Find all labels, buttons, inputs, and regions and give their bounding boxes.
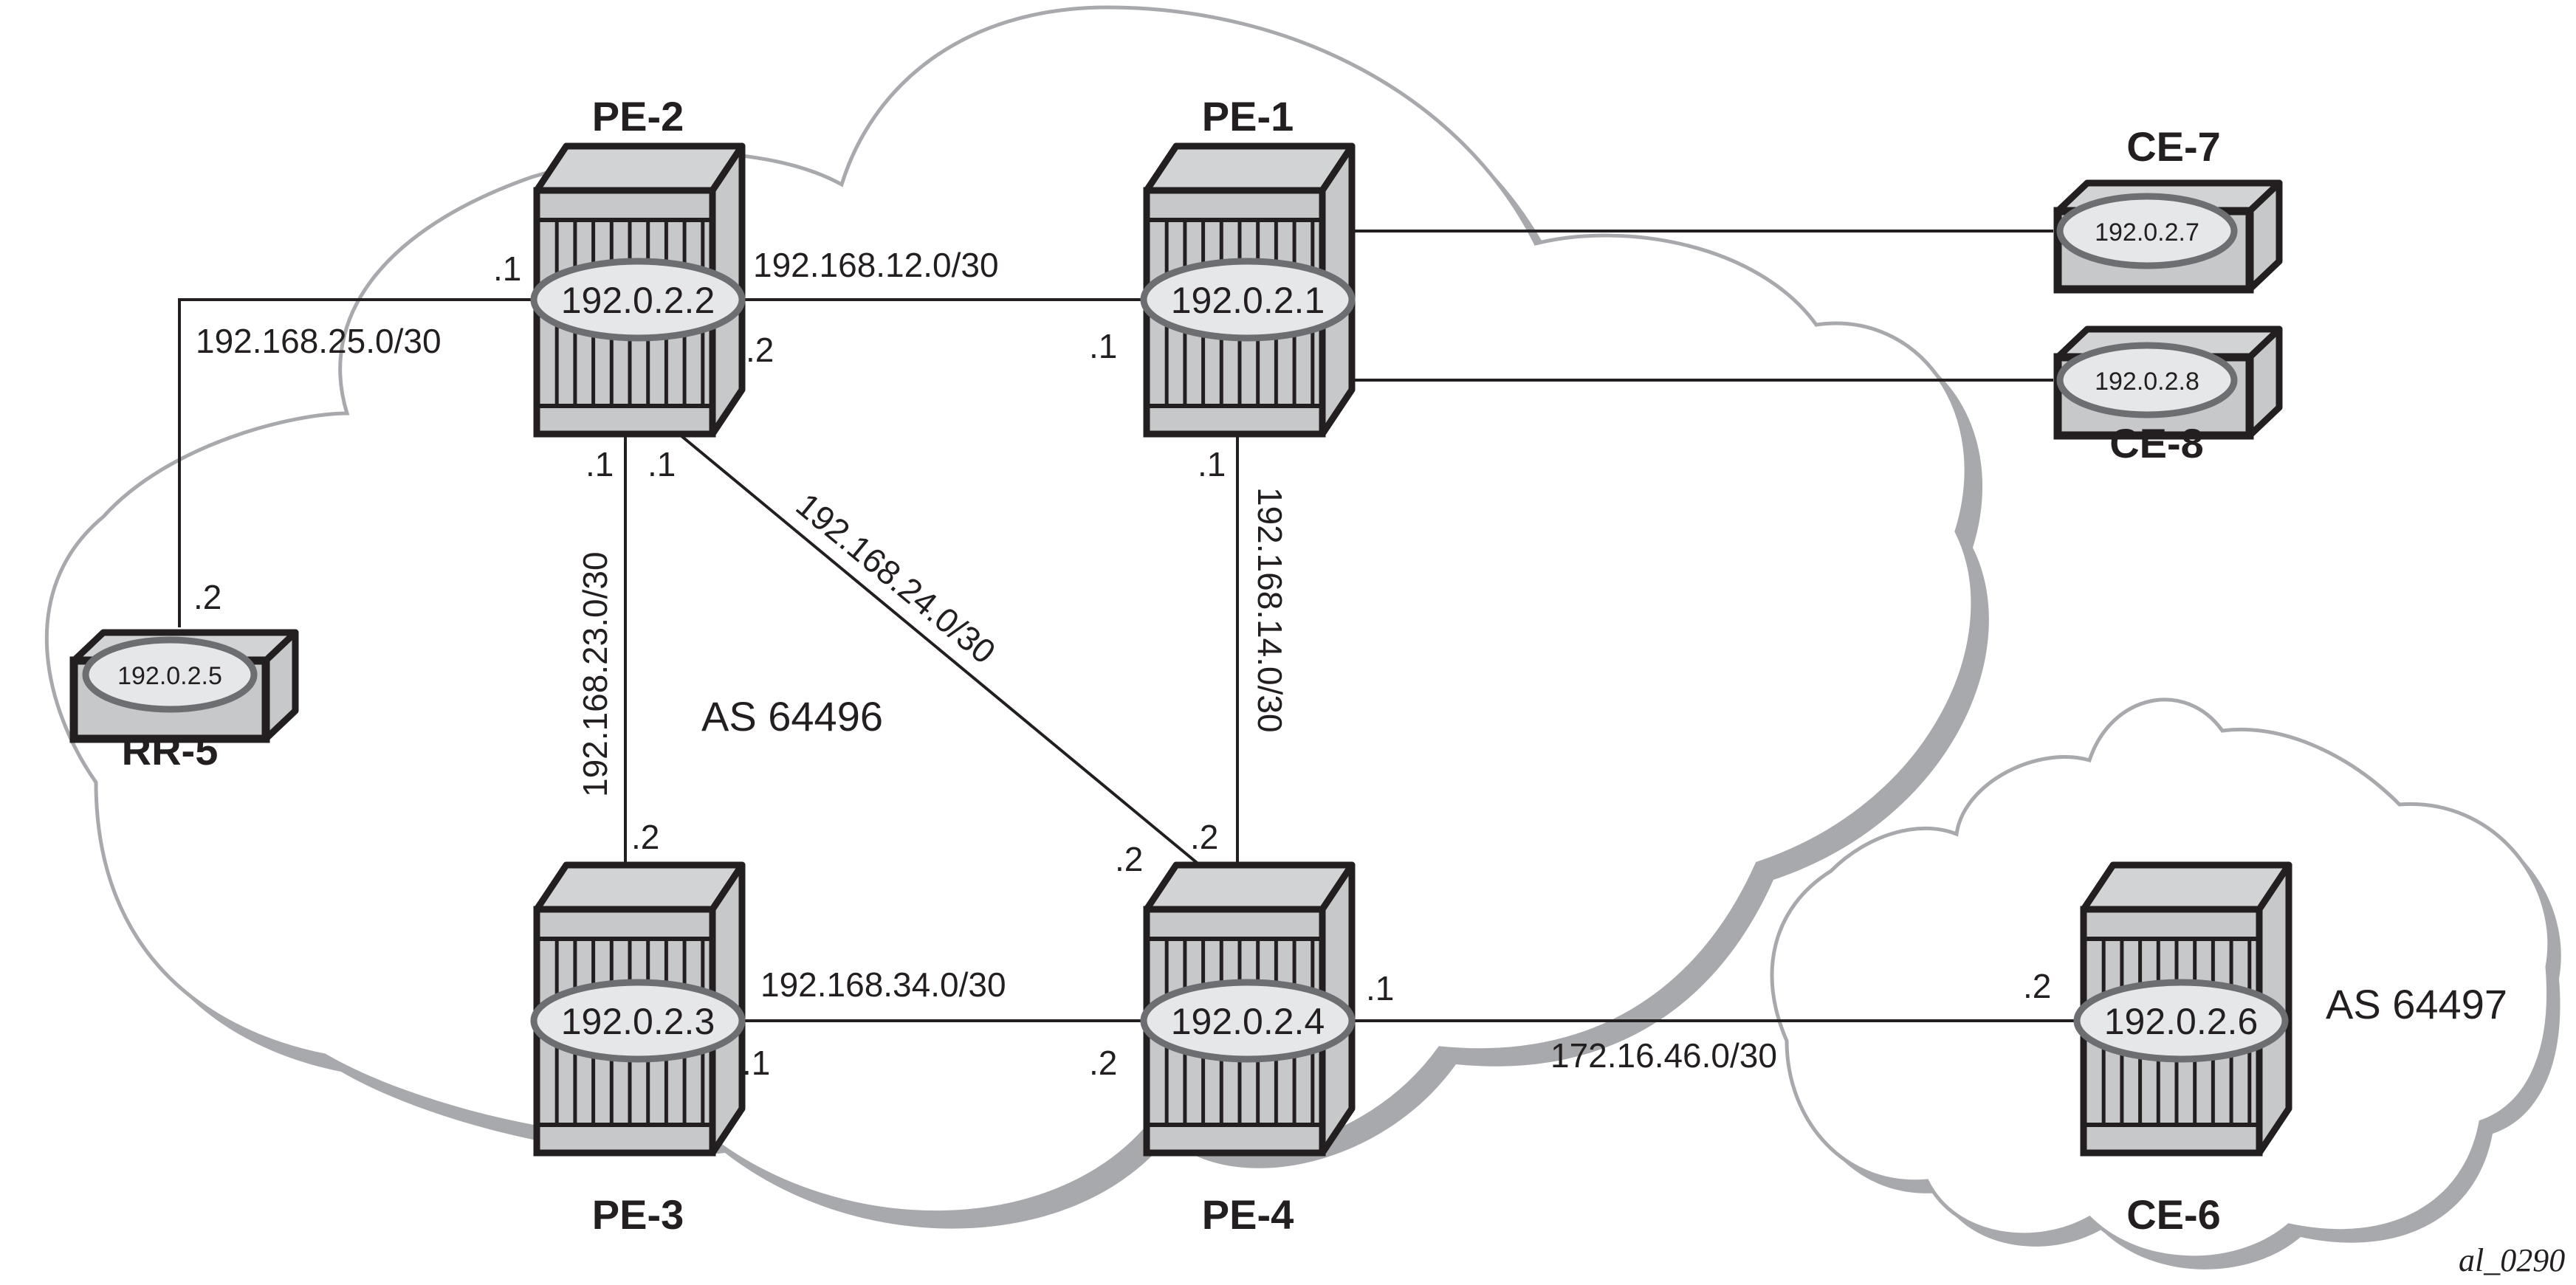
system-ip-badge	[82, 636, 258, 713]
if-label-pe3-to-pe4: .1	[742, 1044, 770, 1082]
if-label-pe4-to-pe2: .2	[1115, 840, 1143, 878]
if-label-pe1-to-pe2: .1	[1089, 327, 1117, 365]
node-name: CE-8	[2109, 420, 2204, 466]
as-label-64496: AS 64496	[701, 693, 883, 740]
router-ce-8[interactable]: 192.0.2.8 CE-8	[2058, 329, 2279, 466]
router-pe-3[interactable]: 192.0.2.3 PE-3	[530, 865, 746, 1238]
subnet-label-pe3-pe4: 192.168.34.0/30	[760, 965, 1006, 1004]
if-label-pe4-to-pe3: .2	[1089, 1044, 1117, 1082]
node-name: RR-5	[122, 727, 219, 774]
if-label-ce6-to-pe4: .2	[2023, 967, 2051, 1005]
if-label-pe1-to-pe4: .1	[1198, 445, 1226, 483]
system-ip: 192.0.2.3	[561, 1001, 715, 1042]
system-ip: 192.0.2.4	[1171, 1001, 1325, 1042]
node-name: PE-4	[1202, 1191, 1294, 1238]
system-ip-badge	[1140, 258, 1356, 342]
router-ce-6[interactable]: 192.0.2.6 CE-6	[2073, 865, 2289, 1238]
system-ip: 192.0.2.1	[1171, 280, 1325, 321]
system-ip-badge	[530, 258, 746, 342]
link-pe2-rr5[interactable]	[178, 298, 534, 627]
router-pe-2[interactable]: 192.0.2.2 PE-2	[530, 93, 746, 434]
router-pe-4[interactable]: 192.0.2.4 PE-4	[1140, 865, 1356, 1238]
system-ip: 192.0.2.2	[561, 280, 715, 321]
subnet-label-pe2-pe3: 192.168.23.0/30	[576, 551, 614, 797]
subnet-label-pe2-rr5: 192.168.25.0/30	[196, 322, 442, 360]
system-ip: 192.0.2.6	[2104, 1001, 2259, 1042]
subnet-label-pe4-ce6: 172.16.46.0/30	[1550, 1036, 1777, 1075]
node-name: CE-7	[2126, 123, 2221, 170]
if-label-rr5-to-pe2: .2	[193, 578, 221, 616]
if-label-pe2-to-rr5: .1	[493, 249, 521, 288]
subnet-label-pe2-pe1: 192.168.12.0/30	[753, 246, 999, 284]
if-label-pe2-to-pe4: .1	[648, 445, 676, 483]
links	[178, 230, 2081, 1022]
node-name: CE-6	[2126, 1191, 2221, 1238]
if-label-pe4-to-pe1: .2	[1190, 818, 1218, 856]
link-pe2-pe4[interactable]	[679, 434, 1210, 874]
if-label-pe4-to-ce6: .1	[1366, 969, 1394, 1007]
system-ip-badge	[1140, 979, 1356, 1063]
system-ip-badge	[530, 979, 746, 1063]
system-ip-badge	[2073, 979, 2289, 1063]
node-name: PE-3	[592, 1191, 684, 1238]
system-ip-badge	[2056, 193, 2238, 269]
node-name: PE-1	[1202, 93, 1294, 139]
if-label-pe2-to-pe3: .1	[585, 445, 614, 483]
figure-id: al_0290	[2459, 1242, 2565, 1278]
subnet-label-pe1-pe4: 192.168.14.0/30	[1251, 487, 1289, 733]
router-rr-5[interactable]: 192.0.2.5 RR-5	[74, 633, 295, 774]
if-label-pe3-to-pe2: .2	[631, 818, 659, 856]
system-ip: 192.0.2.8	[2095, 368, 2199, 396]
router-pe-1[interactable]: 192.0.2.1 PE-1	[1140, 93, 1356, 434]
if-label-pe2-to-pe1: .2	[746, 331, 774, 369]
router-ce-7[interactable]: 192.0.2.7 CE-7	[2058, 123, 2279, 289]
system-ip: 192.0.2.5	[117, 662, 222, 690]
node-name: PE-2	[592, 93, 684, 139]
as-label-64497: AS 64497	[2326, 981, 2507, 1027]
system-ip: 192.0.2.7	[2095, 218, 2199, 247]
system-ip-badge	[2056, 342, 2238, 418]
